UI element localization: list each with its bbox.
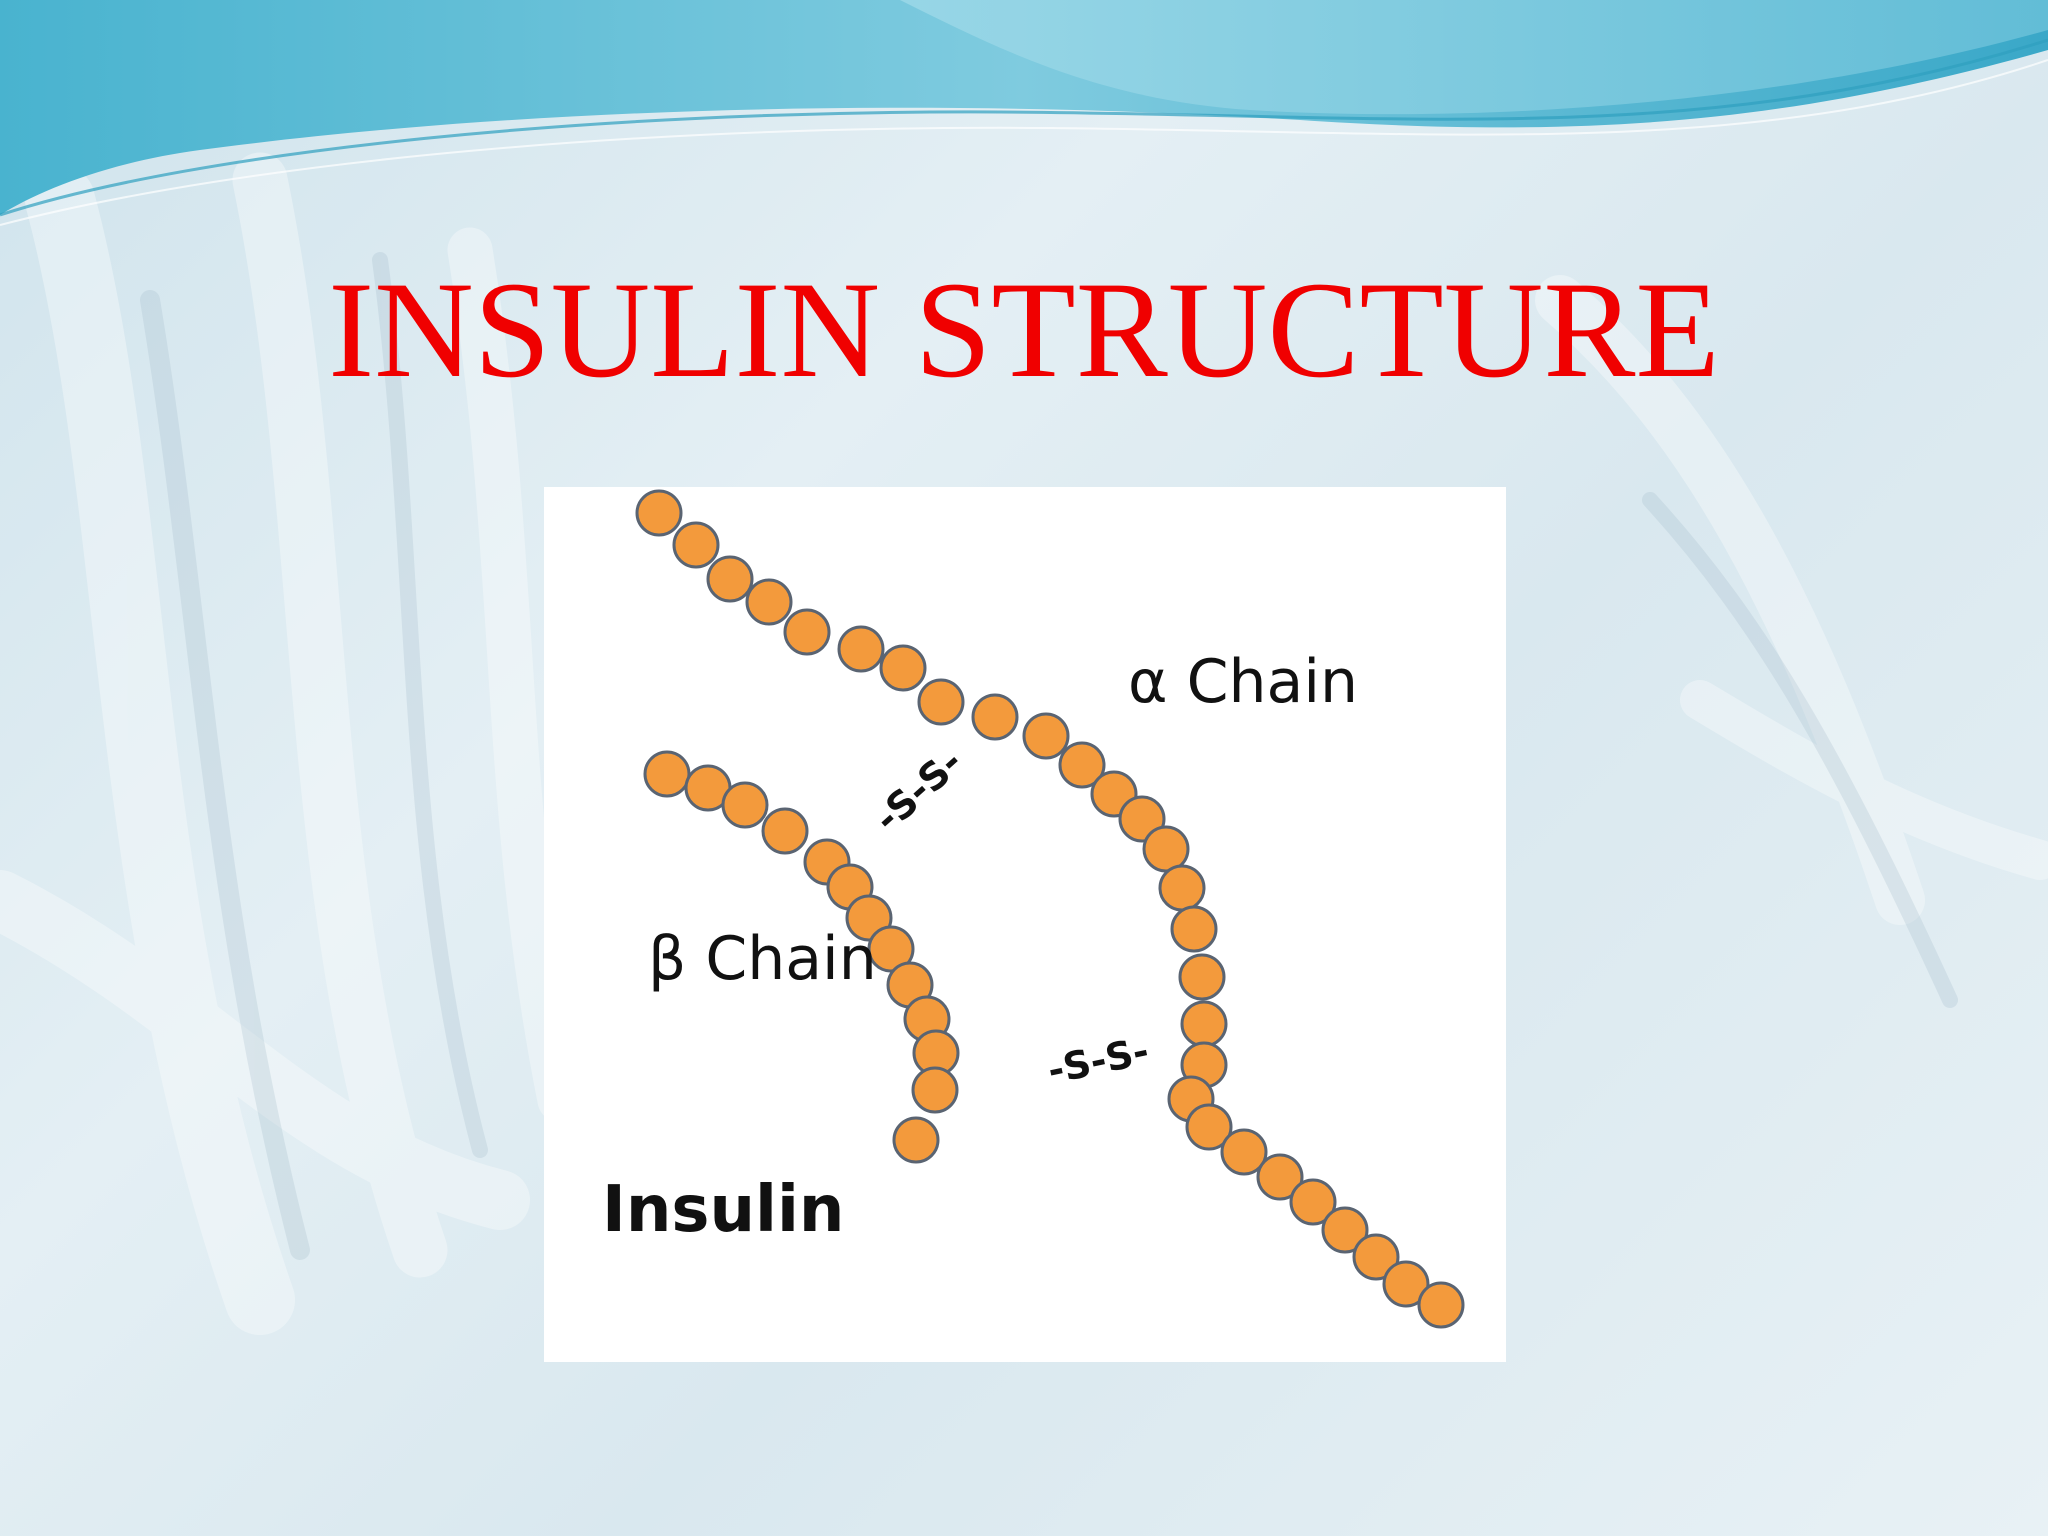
alpha-chain-bead (1289, 1178, 1337, 1226)
beta-chain-bead (867, 925, 915, 973)
alpha-chain-bead (783, 608, 831, 656)
alpha-chain-bead (672, 521, 720, 569)
beta-chain-bead (643, 750, 691, 798)
disulfide-bond-label-lower: -S-S- (1044, 1029, 1153, 1093)
beta-chain-bead (911, 1066, 959, 1114)
alpha-chain-bead (837, 625, 885, 673)
beta-chain-bead (761, 807, 809, 855)
insulin-label: Insulin (602, 1173, 844, 1247)
disulfide-bond-label-upper: -S-S- (866, 740, 971, 841)
alpha-chain-bead (1382, 1260, 1430, 1308)
insulin-diagram: α Chain β Chain -S-S- -S-S- Insulin (602, 489, 1465, 1329)
alpha-chain-bead (1321, 1206, 1369, 1254)
beta-chain (643, 750, 960, 1164)
alpha-chain-label: α Chain (1128, 647, 1358, 717)
alpha-chain-bead (706, 555, 754, 603)
alpha-chain (635, 489, 1465, 1329)
alpha-chain-bead (971, 693, 1019, 741)
beta-chain-label: β Chain (648, 924, 877, 994)
alpha-chain-bead (1022, 712, 1070, 760)
alpha-chain-bead (635, 489, 683, 537)
beta-chain-bead (892, 1116, 940, 1164)
alpha-chain-bead (1256, 1153, 1304, 1201)
alpha-chain-bead (1170, 905, 1218, 953)
alpha-chain-bead (1158, 864, 1206, 912)
alpha-chain-bead (1417, 1281, 1465, 1329)
alpha-chain-bead (1142, 825, 1190, 873)
beta-chain-bead (721, 781, 769, 829)
alpha-chain-bead (1185, 1103, 1233, 1151)
alpha-chain-bead (917, 678, 965, 726)
alpha-chain-bead (1352, 1233, 1400, 1281)
alpha-chain-bead (879, 644, 927, 692)
alpha-chain-bead (1178, 953, 1226, 1001)
alpha-chain-bead (1058, 741, 1106, 789)
slide-title: INSULIN STRUCTURE (328, 253, 1720, 406)
alpha-chain-bead (1180, 1000, 1228, 1048)
alpha-chain-bead (745, 578, 793, 626)
alpha-chain-bead (1220, 1128, 1268, 1176)
insulin-diagram-panel: α Chain β Chain -S-S- -S-S- Insulin (544, 487, 1506, 1362)
